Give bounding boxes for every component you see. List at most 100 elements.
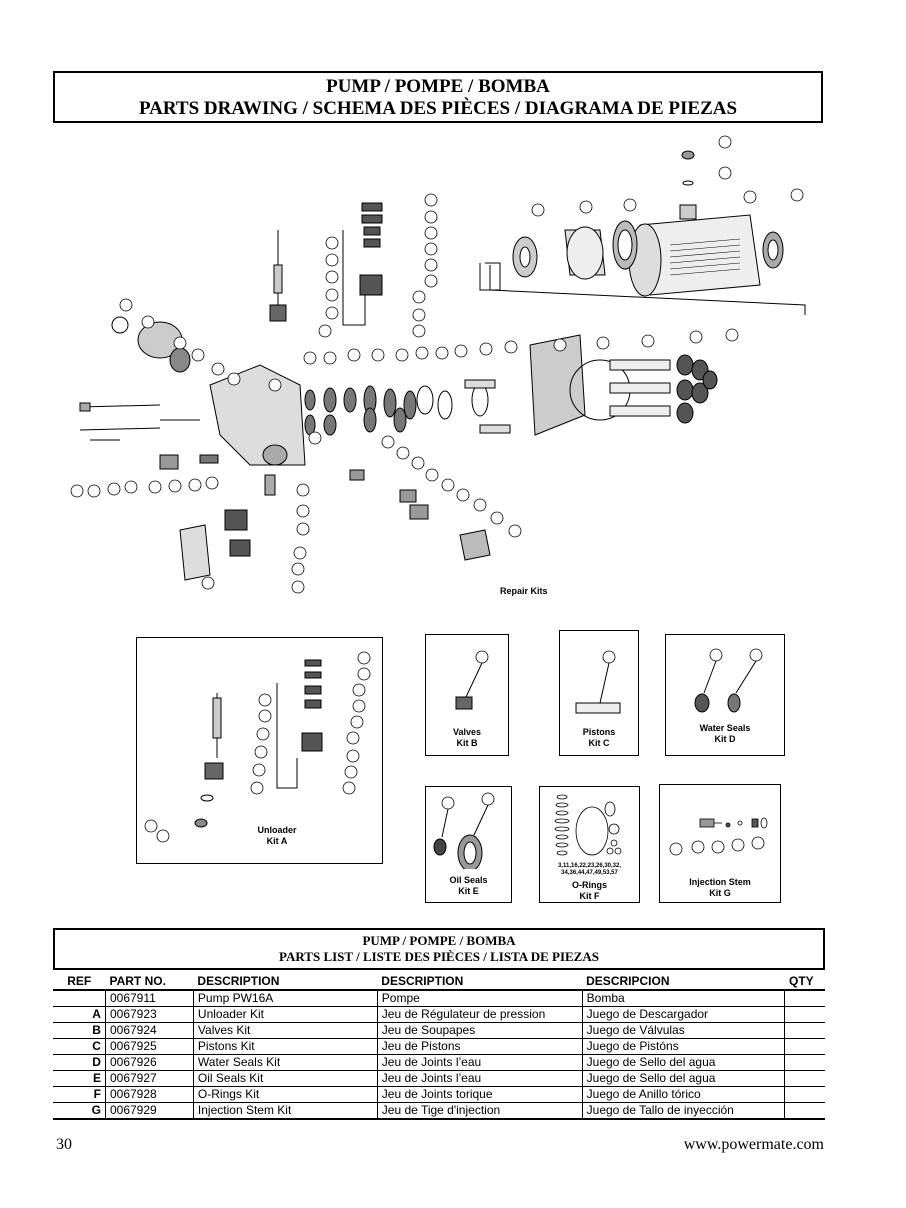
cell-description-en: Water Seals Kit (193, 1054, 378, 1071)
unloader-kit-drawing (144, 651, 371, 843)
kit-d-water-seals-box: Water Seals Kit D (665, 634, 785, 756)
cell-part-no: 0067923 (105, 1006, 194, 1023)
parts-list-title-line1: PUMP / POMPE / BOMBA (362, 933, 516, 948)
table-row: G 0067929 Injection Stem Kit Jeu de Tige… (53, 1102, 825, 1120)
website-url: www.powermate.com (683, 1136, 824, 1153)
cell-ref: A (53, 1006, 106, 1023)
kit-e-label-2: Kit E (458, 886, 479, 896)
cell-descripcion-es: Juego de Anillo tórico (582, 1086, 786, 1103)
kit-c-pistons-box: Pistons Kit C (559, 630, 639, 756)
table-row: A 0067923 Unloader Kit Jeu de Régulateur… (53, 1006, 825, 1023)
cell-ref: G (53, 1102, 106, 1120)
drawing-title-box: PUMP / POMPE / BOMBA PARTS DRAWING / SCH… (53, 71, 823, 123)
cell-description-fr: Jeu de Tige d'injection (377, 1102, 583, 1120)
cell-qty (784, 1006, 825, 1023)
cell-part-no: 0067925 (105, 1038, 194, 1055)
kit-b-label-1: Valves (452, 727, 482, 737)
o-rings-kit-drawing (554, 794, 622, 856)
cell-descripcion-es: Juego de Tallo de inyección (582, 1102, 786, 1120)
cell-descripcion-es: Juego de Sello del agua (582, 1054, 786, 1071)
kit-d-label-2: Kit D (714, 734, 736, 744)
cell-ref: C (53, 1038, 106, 1055)
table-row: D 0067926 Water Seals Kit Jeu de Joints … (53, 1054, 825, 1071)
cell-part-no: 0067928 (105, 1086, 194, 1103)
pistons-kit-drawing (575, 650, 621, 714)
cell-qty (784, 1022, 825, 1039)
cell-part-no: 0067911 (105, 990, 194, 1007)
cell-descripcion-es: Bomba (582, 990, 786, 1007)
col-header-part-no: PART NO. (105, 972, 194, 991)
col-header-qty: QTY (784, 972, 825, 991)
cell-description-en: Oil Seals Kit (193, 1070, 378, 1087)
cell-qty (784, 1054, 825, 1071)
kit-b-valves-box: Valves Kit B (425, 634, 509, 756)
cell-descripcion-es: Juego de Sello del agua (582, 1070, 786, 1087)
cell-qty (784, 1086, 825, 1103)
cell-ref: B (53, 1022, 106, 1039)
col-header-descripcion-es: DESCRIPCION (582, 972, 785, 991)
page-number: 30 (56, 1136, 72, 1153)
kit-a-label-2: Kit A (266, 836, 288, 846)
exploded-parts-drawing (70, 135, 806, 594)
cell-descripcion-es: Juego de Válvulas (582, 1022, 786, 1039)
col-header-description-en: DESCRIPTION (193, 972, 378, 991)
cell-qty (784, 990, 825, 1007)
cell-description-en: O-Rings Kit (193, 1086, 378, 1103)
col-header-description-fr: DESCRIPTION (377, 972, 583, 991)
cell-part-no: 0067929 (105, 1102, 194, 1120)
drawing-title-line2: PARTS DRAWING / SCHEMA DES PIÈCES / DIAG… (138, 98, 738, 119)
cell-description-en: Valves Kit (193, 1022, 378, 1039)
water-seals-kit-drawing (694, 648, 763, 713)
valves-kit-drawing (455, 650, 489, 710)
cell-description-fr: Jeu de Joints torique (377, 1086, 583, 1103)
cell-ref (53, 990, 106, 1007)
kit-a-unloader-box: Unloader Kit A (136, 637, 383, 864)
cell-ref: F (53, 1086, 106, 1103)
parts-list-table: REF PART NO. DESCRIPTION DESCRIPTION DES… (53, 972, 825, 1120)
cell-qty (784, 1070, 825, 1087)
kit-c-label-2: Kit C (588, 738, 610, 748)
drawing-title-line1: PUMP / POMPE / BOMBA (326, 76, 550, 97)
kit-f-label-1: O-Rings (572, 880, 607, 890)
table-row: F 0067928 O-Rings Kit Jeu de Joints tori… (53, 1086, 825, 1103)
kit-a-label-1: Unloader (257, 825, 297, 835)
table-row: 0067911 Pump PW16A Pompe Bomba (53, 990, 825, 1007)
cell-part-no: 0067927 (105, 1070, 194, 1087)
cell-description-fr: Jeu de Joints l’eau (377, 1070, 583, 1087)
cell-description-fr: Pompe (377, 990, 583, 1007)
cell-ref: D (53, 1054, 106, 1071)
kit-f-label-2: Kit F (579, 891, 600, 901)
kit-f-o-rings-box: 3,11,16,22,23,26,30,32, 34,36,44,47,49,5… (539, 786, 640, 903)
cell-description-en: Unloader Kit (193, 1006, 378, 1023)
table-row: B 0067924 Valves Kit Jeu de Soupapes Jue… (53, 1022, 825, 1039)
cell-descripcion-es: Juego de Descargador (582, 1006, 786, 1023)
kit-g-injection-stem-box: Injection Stem Kit G (659, 784, 781, 903)
oil-seals-kit-drawing (433, 792, 495, 872)
kit-d-label-1: Water Seals (699, 723, 751, 733)
injection-stem-kit-drawing (669, 817, 768, 856)
parts-list-title-line2: PARTS LIST / LISTE DES PIÈCES / LISTA DE… (279, 949, 599, 964)
cell-ref: E (53, 1070, 106, 1087)
cell-description-en: Injection Stem Kit (193, 1102, 378, 1120)
cell-description-fr: Jeu de Pistons (377, 1038, 583, 1055)
cell-description-fr: Jeu de Soupapes (377, 1022, 583, 1039)
table-row: E 0067927 Oil Seals Kit Jeu de Joints l’… (53, 1070, 825, 1087)
parts-list-title-box: PUMP / POMPE / BOMBA PARTS LIST / LISTE … (53, 928, 825, 970)
cell-descripcion-es: Juego de Pistóns (582, 1038, 786, 1055)
kit-e-label-1: Oil Seals (449, 875, 488, 885)
cell-qty (784, 1038, 825, 1055)
kit-e-oil-seals-box: Oil Seals Kit E (425, 786, 512, 903)
cell-description-en: Pump PW16A (193, 990, 378, 1007)
cell-description-fr: Jeu de Régulateur de pression (377, 1006, 583, 1023)
kit-b-label-2: Kit B (456, 738, 478, 748)
repair-kits-label: Repair Kits (500, 586, 548, 596)
cell-qty (784, 1102, 825, 1120)
kit-f-label-refs-2: 34,36,44,47,49,53,57 (561, 870, 618, 876)
kit-g-label-1: Injection Stem (689, 877, 751, 887)
table-row: C 0067925 Pistons Kit Jeu de Pistons Jue… (53, 1038, 825, 1055)
kit-f-label-refs-1: 3,11,16,22,23,26,30,32, (557, 863, 622, 869)
cell-description-fr: Jeu de Joints l’eau (377, 1054, 583, 1071)
kit-g-label-2: Kit G (709, 888, 731, 898)
kit-c-label-1: Pistons (582, 727, 616, 737)
parts-list-header-row: REF PART NO. DESCRIPTION DESCRIPTION DES… (53, 972, 825, 991)
